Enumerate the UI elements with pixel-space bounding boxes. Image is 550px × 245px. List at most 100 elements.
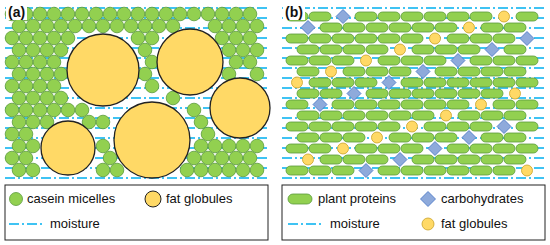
- casein-micelle: [208, 19, 222, 33]
- casein-micelle: [173, 7, 187, 21]
- carbohydrate: [462, 131, 476, 145]
- panel-label: (b): [283, 4, 305, 20]
- casein-micelle: [26, 67, 40, 81]
- casein-micelle: [40, 19, 54, 33]
- carbohydrate: [497, 120, 511, 134]
- plant-protein: [481, 133, 503, 142]
- plant-protein: [378, 166, 400, 175]
- plant-protein: [481, 23, 503, 32]
- casein-micelle: [187, 7, 201, 21]
- plant-protein: [343, 67, 365, 76]
- plant-protein: [297, 89, 319, 98]
- legend-text: casein micelles: [27, 191, 115, 207]
- plant-protein: [309, 12, 331, 21]
- plant-protein: [309, 56, 331, 65]
- casein-micelle: [47, 103, 61, 117]
- plant-protein: [332, 166, 354, 175]
- plant-protein: [504, 111, 526, 120]
- casein-micelle: [96, 19, 110, 33]
- plant-protein: [286, 166, 308, 175]
- fat-globule: [210, 78, 270, 138]
- plant-protein: [366, 89, 388, 98]
- plant-protein: [424, 100, 446, 109]
- plant-protein: [320, 23, 342, 32]
- plant-protein: [412, 89, 434, 98]
- fat-globule: [326, 66, 337, 77]
- casein-micelle: [19, 55, 33, 69]
- plant-protein: [493, 56, 515, 65]
- plant-protein: [343, 155, 365, 164]
- casein-micelle: [194, 115, 208, 129]
- casein-micelle: [222, 139, 236, 153]
- moisture-line: [288, 223, 322, 224]
- plant-protein: [516, 78, 538, 87]
- carbohydrate: [485, 43, 499, 57]
- carbohydrate: [520, 32, 534, 46]
- casein-micelle: [194, 163, 208, 177]
- casein-micelle: [47, 55, 61, 69]
- casein-micelle: [33, 7, 47, 21]
- plant-protein: [366, 23, 388, 32]
- casein-micelle: [12, 67, 26, 81]
- plant-protein: [286, 100, 308, 109]
- plant-protein: [504, 67, 526, 76]
- carbohydrate: [359, 164, 373, 178]
- casein-micelle: [250, 43, 264, 57]
- plant-protein: [435, 133, 457, 142]
- plant-protein: [401, 12, 423, 21]
- casein-micelle: [236, 163, 250, 177]
- casein-micelle: [82, 19, 96, 33]
- plant-protein: [470, 12, 492, 21]
- plant-structure: [282, 8, 545, 178]
- plant-protein: [458, 155, 480, 164]
- casein-micelle: [96, 115, 110, 129]
- fat-globule: [361, 55, 372, 66]
- plant-protein: [504, 155, 526, 164]
- casein-micelle: [19, 79, 33, 93]
- casein-micelle: [152, 19, 166, 33]
- plant-protein: [389, 133, 411, 142]
- casein-micelle: [26, 115, 40, 129]
- casein-micelle: [201, 7, 215, 21]
- plant-protein: [286, 144, 308, 153]
- plant-protein: [401, 78, 423, 87]
- plant-protein: [332, 100, 354, 109]
- plant-protein: [458, 89, 480, 98]
- casein-micelle: [19, 31, 33, 45]
- fat-globule: [522, 165, 533, 176]
- plant-protein: [366, 45, 388, 54]
- casein-micelle: [68, 19, 82, 33]
- fat-globule: [441, 110, 452, 121]
- casein-micelle: [243, 55, 257, 69]
- casein-micelle: [222, 163, 236, 177]
- plant-protein: [332, 122, 354, 131]
- plant-protein: [286, 122, 308, 131]
- plant-protein: [470, 166, 492, 175]
- casein-micelle: [187, 103, 201, 117]
- carbohydrate: [336, 10, 350, 24]
- casein-micelle: [33, 31, 47, 45]
- casein-micelle: [33, 79, 47, 93]
- plant-protein: [412, 155, 434, 164]
- plant-protein: [493, 34, 515, 43]
- plant-protein: [424, 78, 446, 87]
- plant-protein: [355, 78, 377, 87]
- plant-protein: [286, 56, 308, 65]
- casein-micelle: [215, 151, 229, 165]
- plant-protein: [343, 111, 365, 120]
- casein-micelle: [26, 163, 40, 177]
- casein-micelle: [131, 7, 145, 21]
- casein-micelle: [12, 163, 26, 177]
- plant-protein: [309, 78, 331, 87]
- plant-protein: [447, 12, 469, 21]
- plant-protein: [435, 23, 457, 32]
- fat-globule: [372, 132, 383, 143]
- casein-micelle: [208, 139, 222, 153]
- fat-globule: [67, 34, 139, 106]
- casein-micelle: [47, 7, 61, 21]
- casein-micelle: [250, 19, 264, 33]
- casein-micelle: [12, 91, 26, 105]
- casein-micelle: [75, 103, 89, 117]
- plant-protein: [378, 34, 400, 43]
